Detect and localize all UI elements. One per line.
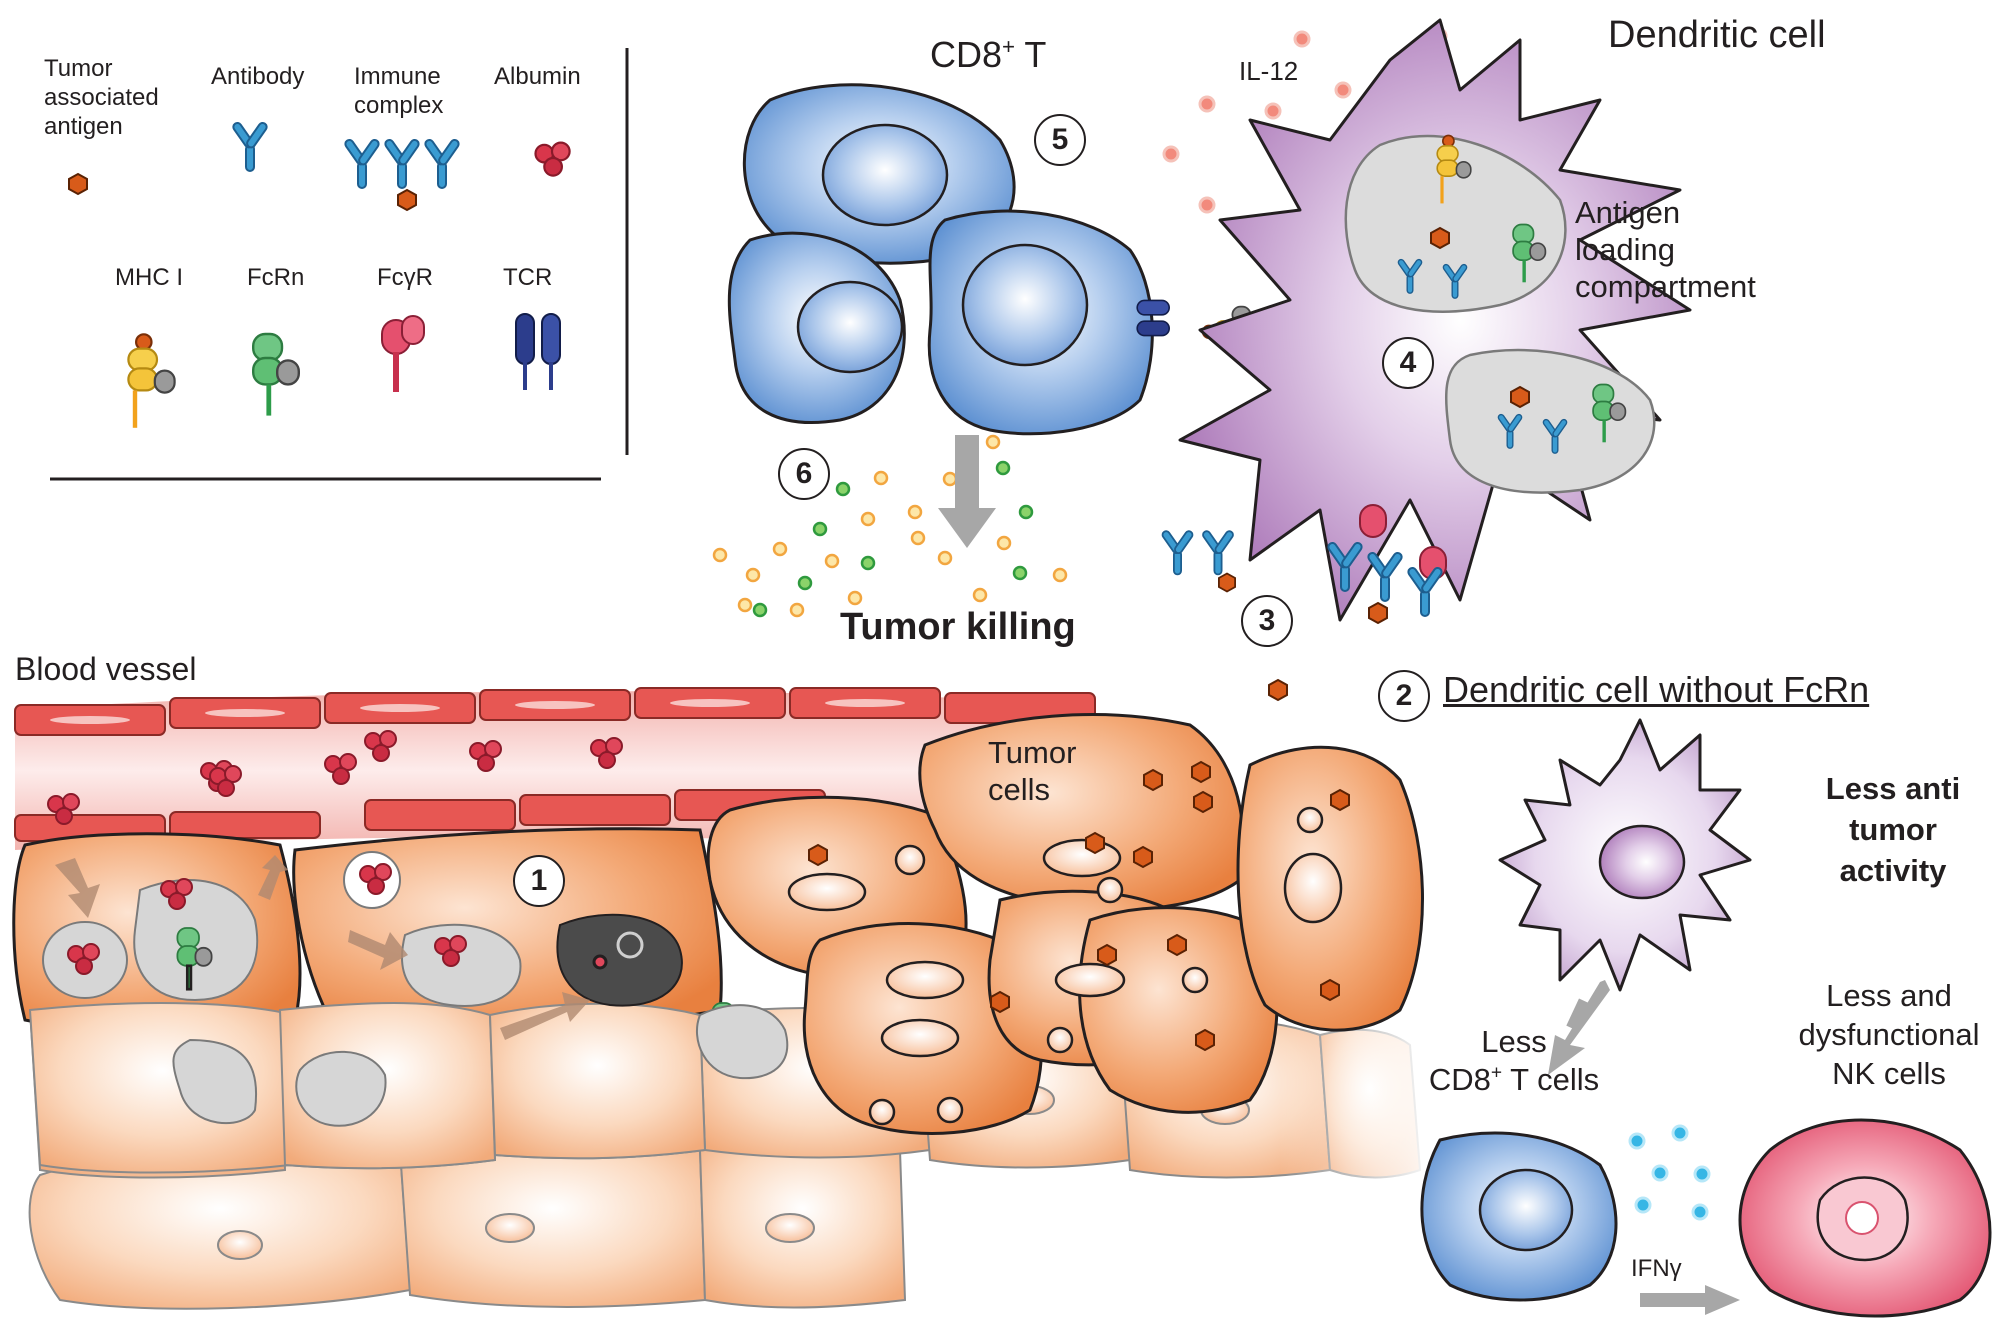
- legend-label-immune-complex: Immune complex: [354, 63, 444, 119]
- antibody-icon: [230, 120, 270, 172]
- immune-complex-icon: [342, 137, 462, 211]
- legend-label-antibody: Antibody: [211, 63, 305, 90]
- blood-vessel-label: Blood vessel: [15, 651, 197, 687]
- fade-overlay: [1280, 1010, 1440, 1190]
- tumor-cells: [706, 713, 1424, 1135]
- t-cell-nucleus: [796, 280, 904, 374]
- tumor-killing-label: Tumor killing: [840, 606, 1076, 648]
- mhc-icon: [127, 333, 176, 429]
- less-cd8-t-cells-label: Less CD8+ T cells: [1428, 1024, 1600, 1097]
- ifng-label: IFNγ: [1631, 1255, 1682, 1282]
- dc-without-fcrn-label: Dendritic cell without FcRn: [1443, 669, 1870, 710]
- less-cd8-t-cell: [1420, 1131, 1618, 1302]
- legend-label-fcgr: FcγR: [377, 264, 433, 291]
- tumor-antigen-icon: [68, 173, 88, 195]
- tcr-icon: [1136, 299, 1171, 337]
- legend-label-fcrn: FcRn: [247, 264, 305, 291]
- step-6-marker: 6: [778, 448, 830, 500]
- step-2-marker: 2: [1378, 670, 1430, 722]
- t-cell-nucleus: [821, 123, 949, 227]
- legend-box: [50, 48, 629, 481]
- legend-label-tcr: TCR: [503, 264, 553, 291]
- dendritic-cell-without-fcrn: [1498, 718, 1752, 1032]
- endothelial-cells: [12, 827, 789, 1174]
- t-cell-nucleus: [961, 243, 1089, 367]
- less-anti-tumor-activity-label: Less anti tumor activity: [1825, 771, 1961, 888]
- cd8-t-cell-label: CD8+ T: [930, 34, 1047, 75]
- legend-label-albumin: Albumin: [494, 63, 581, 90]
- cytotoxic-granules: [712, 434, 1068, 618]
- dendritic-cell-label: Dendritic cell: [1608, 14, 1826, 56]
- antigen-loading-compartment-label: Antigen loading compartment: [1575, 195, 1756, 304]
- ifng-arrow: [1640, 1285, 1740, 1315]
- endosome-compartment: [1444, 348, 1656, 494]
- ifng-particles: [1628, 1124, 1711, 1221]
- fcgr-bound-complex: [1325, 504, 1447, 624]
- less-nk-cell: [1738, 1118, 1992, 1318]
- dendritic-cell: [1178, 18, 1692, 622]
- fcgr-icon: [381, 315, 425, 392]
- transcytosis-arrows: [55, 855, 590, 1040]
- tumor-antigen-icon: [1268, 679, 1288, 701]
- immune-complex-free: [1160, 528, 1236, 593]
- step-5-marker: 5: [1034, 114, 1086, 166]
- down-arrow: [1548, 980, 1610, 1075]
- step-1-marker: 1: [513, 855, 565, 907]
- less-nk-cells-label: Less and dysfunctional NK cells: [1798, 978, 1980, 1091]
- legend-label-tumor-antigen: Tumor associated antigen: [44, 55, 159, 140]
- killing-arrow: [938, 435, 996, 548]
- step-4-marker: 4: [1382, 337, 1434, 389]
- legend-label-mhc: MHC I: [115, 264, 183, 291]
- cd8-t-cell-cluster: [727, 83, 1281, 436]
- il12-label: IL-12: [1239, 56, 1299, 86]
- tumor-cells-label: Tumor cells: [988, 735, 1077, 807]
- dendritic-cell-body: [1178, 18, 1692, 622]
- fcrn-icon: [251, 332, 300, 417]
- albumin-icon: [534, 141, 571, 177]
- step-3-marker: 3: [1241, 595, 1293, 647]
- tcr-icon: [515, 313, 561, 390]
